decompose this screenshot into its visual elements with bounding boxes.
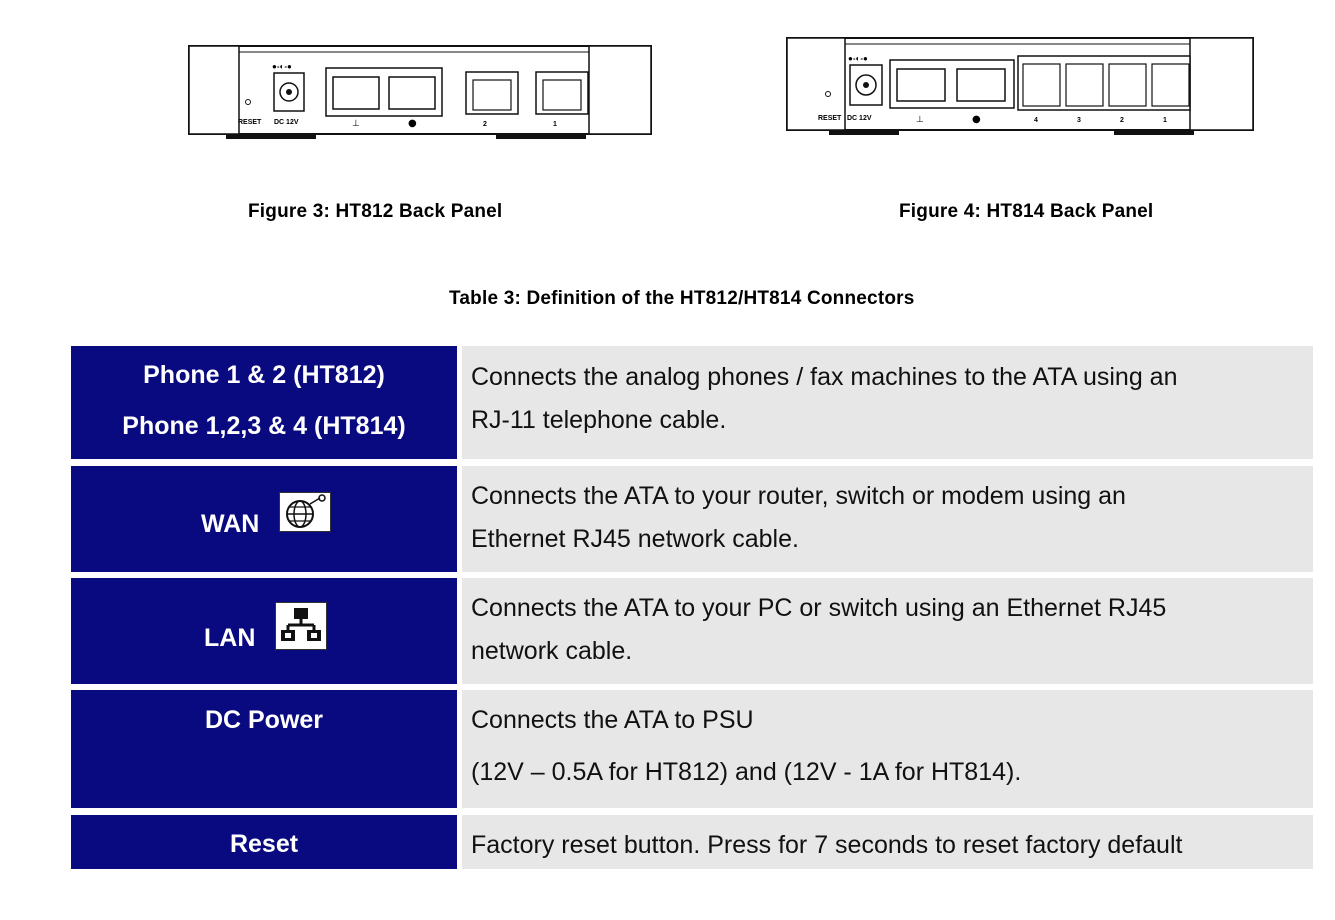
svg-text:●: ● bbox=[408, 118, 417, 129]
table-row-lan: LAN Connects the ATA to your PC or switc… bbox=[71, 578, 1313, 684]
row-desc-line: RJ-11 telephone cable. bbox=[471, 406, 727, 434]
row-label-line: Phone 1 & 2 (HT812) bbox=[143, 361, 385, 389]
table-caption: Table 3: Definition of the HT812/HT814 C… bbox=[449, 288, 915, 309]
row-label-wan: WAN bbox=[71, 466, 457, 572]
lan-network-icon bbox=[275, 602, 327, 650]
phone-port-3-label: 3 bbox=[1077, 117, 1081, 124]
row-label-dc-power: DC Power bbox=[71, 690, 457, 808]
dc-label: DC 12V bbox=[274, 119, 299, 126]
row-desc-line: Connects the ATA to PSU bbox=[471, 706, 754, 734]
phone-port-2-label: 2 bbox=[1120, 117, 1124, 124]
reset-label: RESET bbox=[238, 119, 262, 126]
row-desc-wan: Connects the ATA to your router, switch … bbox=[462, 466, 1313, 572]
svg-text:⊥: ⊥ bbox=[916, 115, 924, 125]
phone-port-1-label: 1 bbox=[553, 121, 557, 128]
row-desc-phone: Connects the analog phones / fax machine… bbox=[462, 346, 1313, 459]
phone-port-2-label: 2 bbox=[483, 121, 487, 128]
row-label-lan: LAN bbox=[71, 578, 457, 684]
reset-label: RESET bbox=[818, 115, 842, 122]
figure-3-caption: Figure 3: HT812 Back Panel bbox=[248, 201, 503, 222]
dc-label: DC 12V bbox=[847, 115, 872, 122]
row-label-reset: Reset bbox=[71, 815, 457, 869]
row-desc-line: Connects the analog phones / fax machine… bbox=[471, 363, 1178, 391]
table-row-phone: Phone 1 & 2 (HT812) Phone 1,2,3 & 4 (HT8… bbox=[71, 346, 1313, 459]
row-desc-line: (12V – 0.5A for HT812) and (12V - 1A for… bbox=[471, 758, 1022, 786]
row-label-line: LAN bbox=[204, 624, 256, 652]
phone-port-1-label: 1 bbox=[1163, 117, 1167, 124]
ht814-back-panel-image: RESET ●-◐-● DC 12V ⊥ ● 4 3 2 1 bbox=[786, 37, 1254, 135]
table-row-reset: Reset Factory reset button. Press for 7 … bbox=[71, 815, 1313, 869]
row-label-line: WAN bbox=[201, 510, 260, 538]
row-desc-reset: Factory reset button. Press for 7 second… bbox=[462, 815, 1313, 869]
ht812-back-panel-image: RESET ●-◐-● DC 12V ⊥ ● 2 1 bbox=[188, 45, 652, 139]
row-desc-dc-power: Connects the ATA to PSU (12V – 0.5A for … bbox=[462, 690, 1313, 808]
figure-4-caption: Figure 4: HT814 Back Panel bbox=[899, 201, 1154, 222]
svg-text:⊥: ⊥ bbox=[352, 119, 360, 129]
table-row-wan: WAN Connects the ATA to your router, swi… bbox=[71, 466, 1313, 572]
row-label-line: DC Power bbox=[204, 706, 324, 734]
phone-port-4-label: 4 bbox=[1034, 117, 1038, 124]
row-desc-line: Connects the ATA to your router, switch … bbox=[471, 482, 1126, 510]
table-row-dc-power: DC Power Connects the ATA to PSU (12V – … bbox=[71, 690, 1313, 808]
row-desc-line: Ethernet RJ45 network cable. bbox=[471, 525, 799, 553]
svg-text:●-◐-●: ●-◐-● bbox=[848, 54, 868, 63]
row-desc-lan: Connects the ATA to your PC or switch us… bbox=[462, 578, 1313, 684]
row-desc-line: Factory reset button. Press for 7 second… bbox=[471, 831, 1183, 859]
globe-network-icon bbox=[279, 492, 331, 532]
row-desc-line: Connects the ATA to your PC or switch us… bbox=[471, 594, 1167, 622]
row-desc-line: network cable. bbox=[471, 637, 633, 665]
svg-text:●-◐-●: ●-◐-● bbox=[272, 62, 292, 71]
row-label-line: Phone 1,2,3 & 4 (HT814) bbox=[122, 412, 406, 440]
row-label-line: Reset bbox=[229, 830, 299, 858]
row-label-phone: Phone 1 & 2 (HT812) Phone 1,2,3 & 4 (HT8… bbox=[71, 346, 457, 459]
svg-text:●: ● bbox=[972, 114, 981, 125]
